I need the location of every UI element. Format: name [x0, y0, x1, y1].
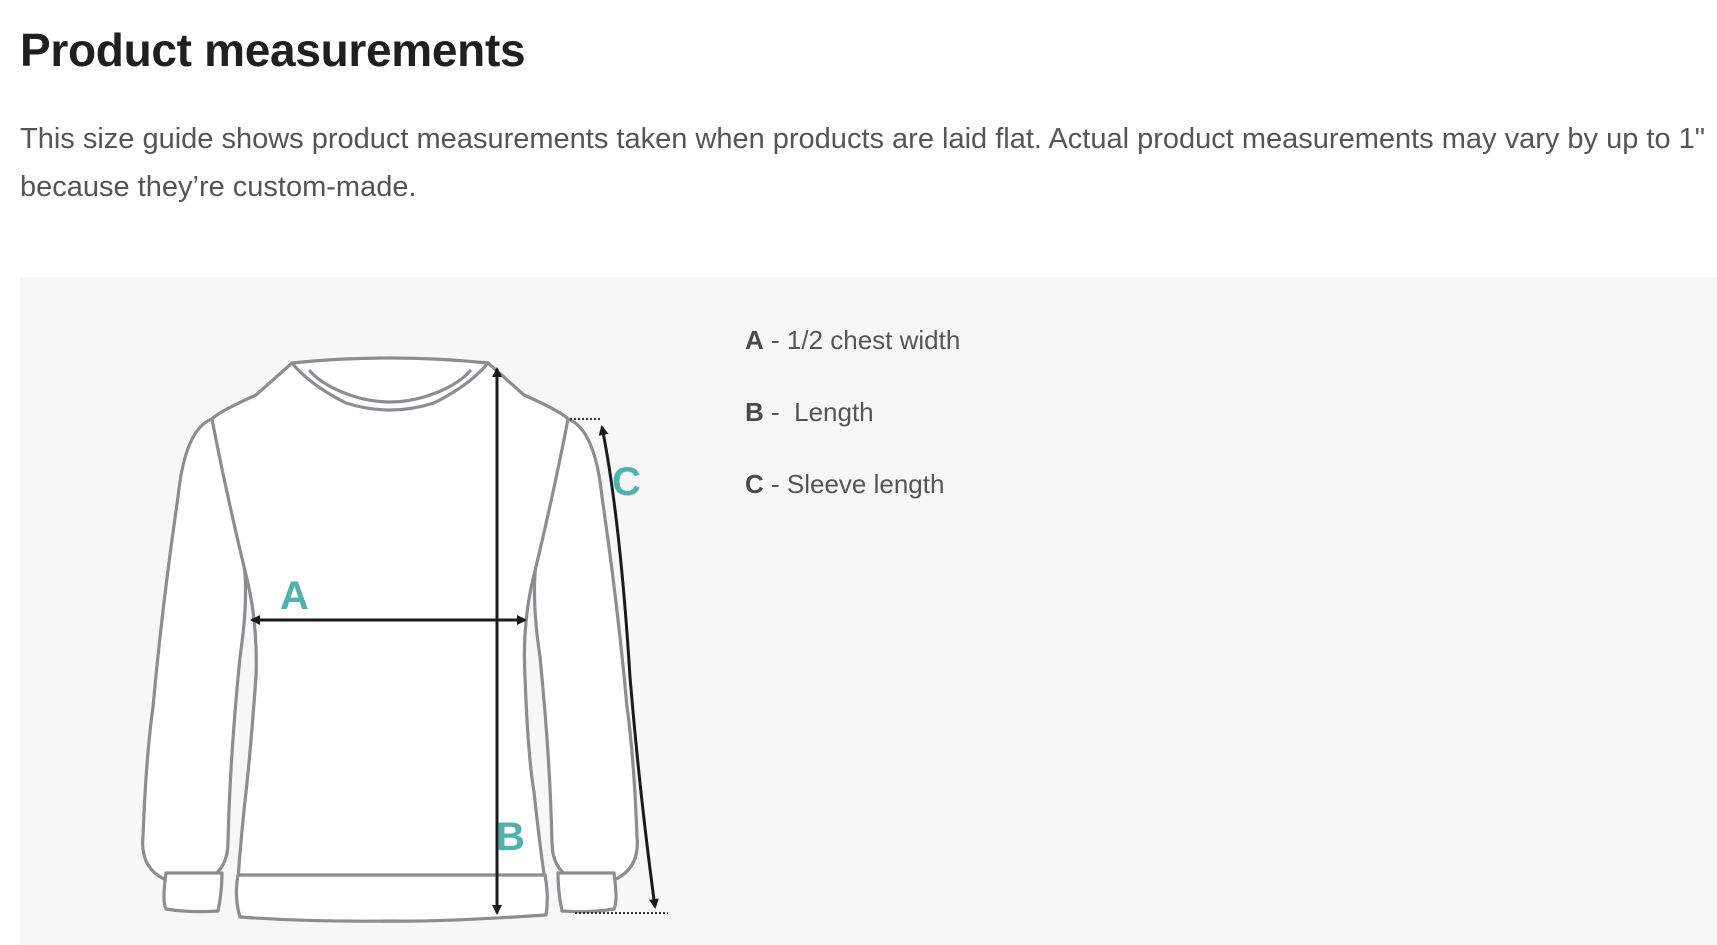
legend-text: - Length [763, 397, 874, 427]
measurement-legend: A - 1/2 chest width B - Length C - Sleev… [745, 323, 960, 539]
measurement-guide-panel: A B C A - 1/2 chest width B - Length C -… [20, 277, 1717, 945]
left-cuff [162, 871, 224, 914]
size-guide-description: This size guide shows product measuremen… [20, 123, 1706, 203]
legend-text: - 1/2 chest width [763, 325, 961, 355]
legend-letter: B [745, 397, 764, 427]
collar-ring [290, 361, 490, 412]
sleeve-label: C [612, 460, 641, 504]
hem-band [234, 873, 549, 923]
legend-letter: C [745, 469, 764, 499]
sweatshirt-diagram: A B C [141, 356, 668, 923]
legend-item-chest: A - 1/2 chest width [745, 323, 960, 395]
legend-item-length: B - Length [745, 395, 960, 467]
sleeve-arrow [598, 425, 659, 909]
legend-letter: A [745, 325, 764, 355]
page-title: Product measurements [20, 24, 526, 76]
collar-inner [308, 369, 472, 404]
legend-text: - Sleeve length [763, 469, 945, 499]
length-label: B [496, 815, 525, 859]
legend-item-sleeve: C - Sleeve length [745, 467, 960, 539]
chest-label: A [280, 574, 309, 618]
right-cuff [556, 871, 618, 914]
sweatshirt-outline [141, 356, 639, 923]
